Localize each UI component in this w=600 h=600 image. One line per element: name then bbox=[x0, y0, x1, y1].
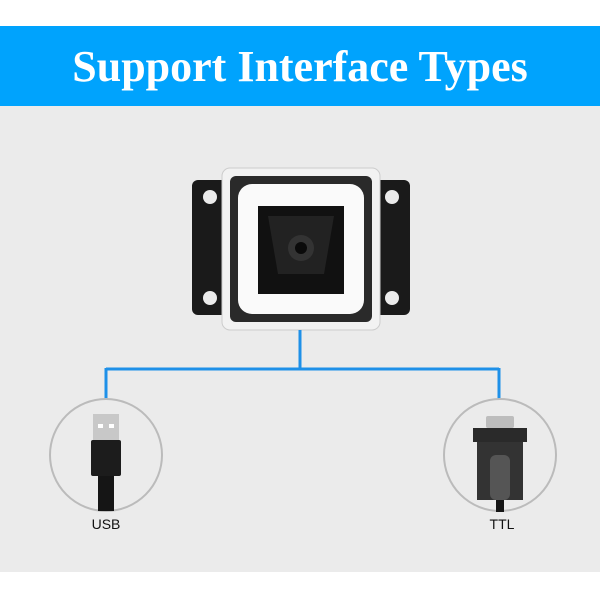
db9-connector-icon bbox=[443, 398, 557, 512]
page-title: Support Interface Types bbox=[72, 41, 528, 91]
usb-label: USB bbox=[91, 516, 121, 532]
connector-lines bbox=[104, 330, 501, 399]
ttl-label: TTL bbox=[489, 516, 515, 532]
header-banner: Support Interface Types bbox=[0, 26, 600, 106]
scanner-module-image bbox=[192, 167, 410, 331]
usb-connector-icon bbox=[49, 398, 163, 512]
